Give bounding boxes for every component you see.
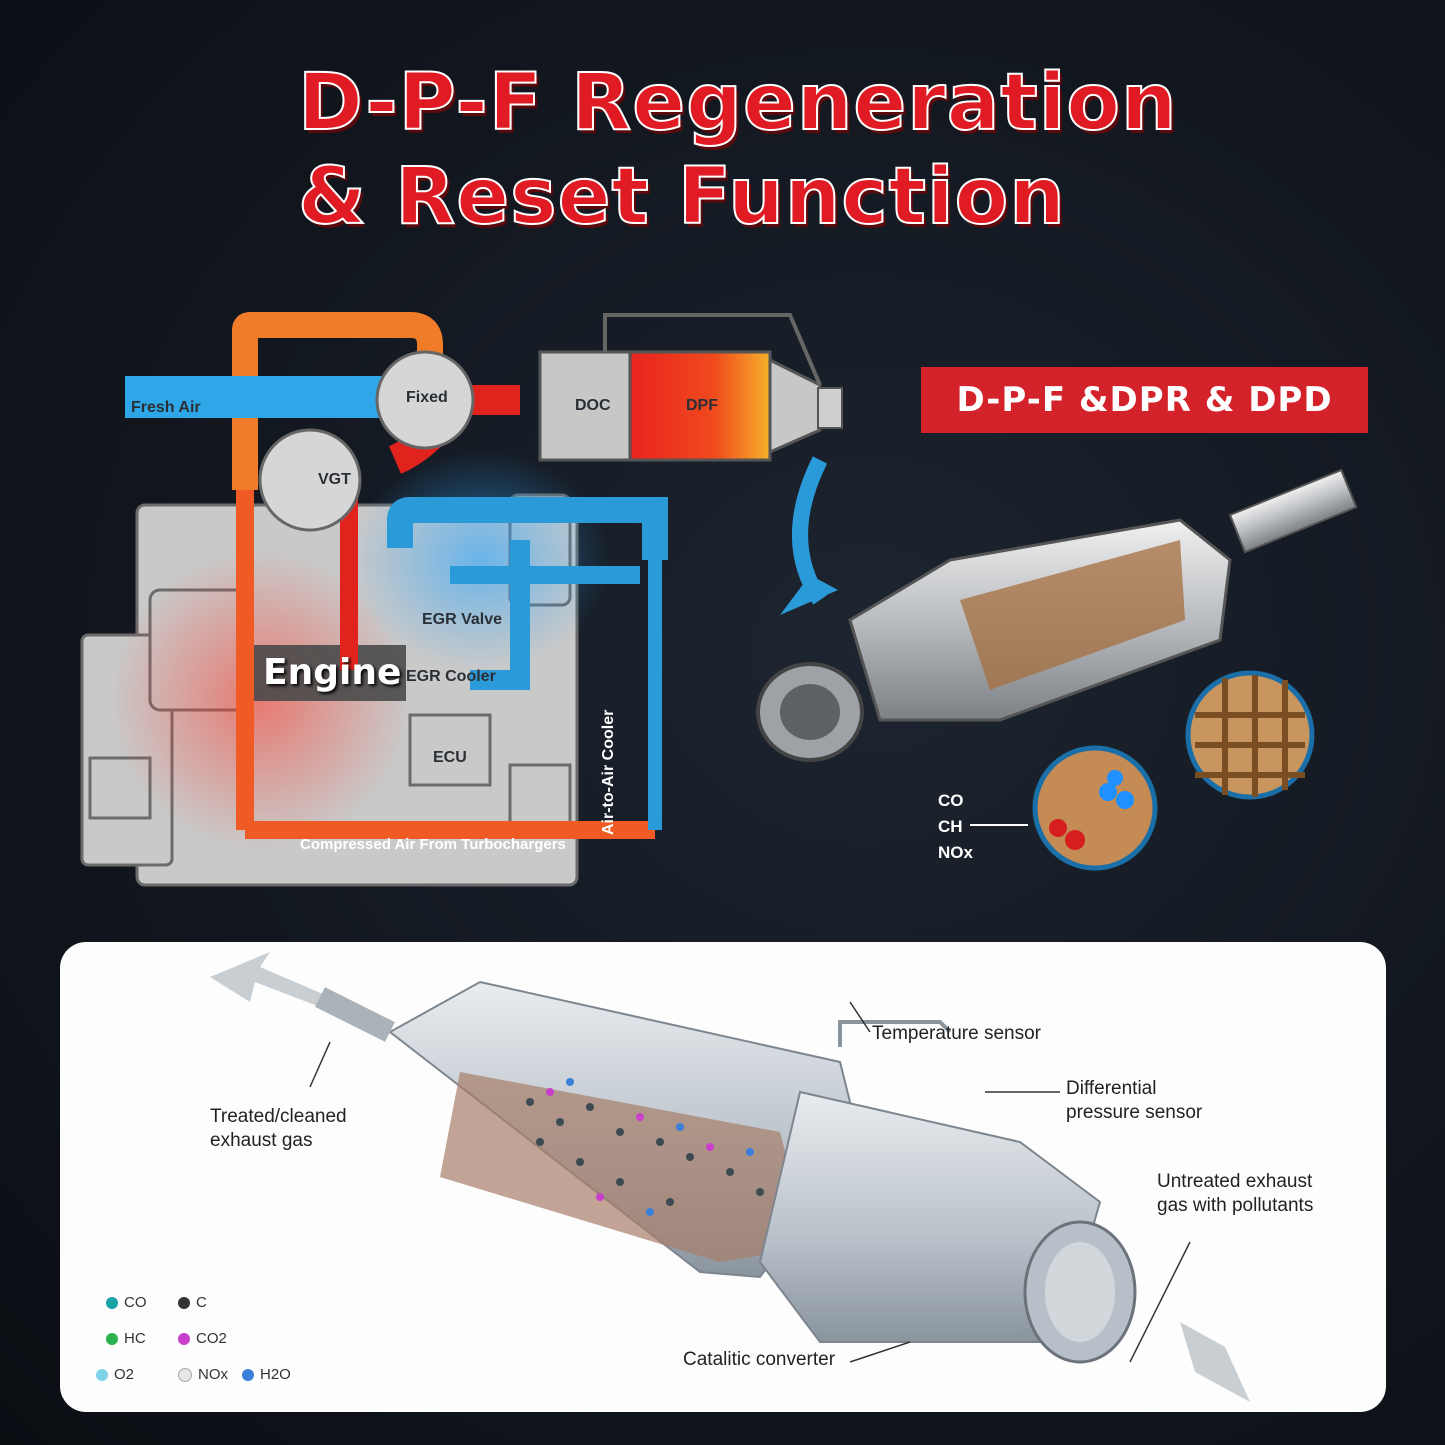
engine-schematic	[80, 312, 1358, 887]
c-dot-icon	[178, 1296, 190, 1309]
legend-c: C	[178, 1294, 207, 1311]
ecu-label: ECU	[433, 749, 467, 766]
dpf-cutaway-image	[210, 952, 1250, 1402]
temperature-sensor-label: Temperature sensor	[872, 1023, 1041, 1044]
differential-label-line1: Differential	[1066, 1078, 1157, 1099]
egr-valve-label: EGR Valve	[422, 611, 503, 628]
filter-diagram-panel: Temperature sensor Differential pressure…	[60, 942, 1386, 1412]
dpf-label: DPF	[686, 397, 718, 414]
co-dot-icon	[106, 1296, 118, 1309]
legend-co: CO	[106, 1294, 147, 1311]
egr-cooler-label: EGR Cooler	[406, 668, 496, 685]
untreated-gas-label-line2: gas with pollutants	[1157, 1195, 1314, 1216]
treated-gas-label-line2: exhaust gas	[210, 1130, 313, 1151]
legend-h2o: H2O	[242, 1366, 291, 1383]
differential-label-line2: pressure sensor	[1066, 1102, 1203, 1123]
catalytic-converter-label: Catalitic converter	[683, 1349, 836, 1370]
vgt-label: VGT	[318, 471, 351, 488]
honeycomb-magnifier	[1185, 670, 1315, 800]
o2-dot-icon	[96, 1368, 108, 1381]
legend-co2: CO2	[178, 1330, 227, 1347]
untreated-gas-label-line1: Untreated exhaust	[1157, 1171, 1313, 1192]
hc-dot-icon	[106, 1332, 118, 1345]
fixed-label: Fixed	[406, 389, 448, 406]
pollutant-nox: NOx	[938, 843, 973, 862]
air-cooler-label: Air-to-Air Cooler	[600, 709, 617, 835]
compressed-air-label: Compressed Air From Turbochargers	[300, 836, 566, 853]
legend-o2: O2	[96, 1366, 134, 1383]
legend-nox: NOx	[178, 1366, 228, 1383]
engine-label: Engine	[263, 652, 402, 693]
legend-hc: HC	[106, 1330, 146, 1347]
title-line-2: & Reset Function	[297, 151, 1066, 243]
fresh-air-label: Fresh Air	[131, 399, 201, 416]
catalytic-converter-image	[756, 468, 1358, 762]
doc-label: DOC	[575, 397, 611, 414]
h2o-dot-icon	[242, 1368, 254, 1381]
dpf-badge: D-P-F &DPR & DPD	[921, 367, 1368, 433]
particle-magnifier	[1032, 745, 1158, 871]
pollutant-co: CO	[938, 791, 964, 810]
co2-dot-icon	[178, 1332, 190, 1345]
pollutant-ch: CH	[938, 817, 963, 836]
treated-gas-label-line1: Treated/cleaned	[210, 1106, 347, 1127]
title-line-1: D-P-F Regeneration	[297, 57, 1178, 149]
nox-dot-icon	[178, 1367, 192, 1382]
